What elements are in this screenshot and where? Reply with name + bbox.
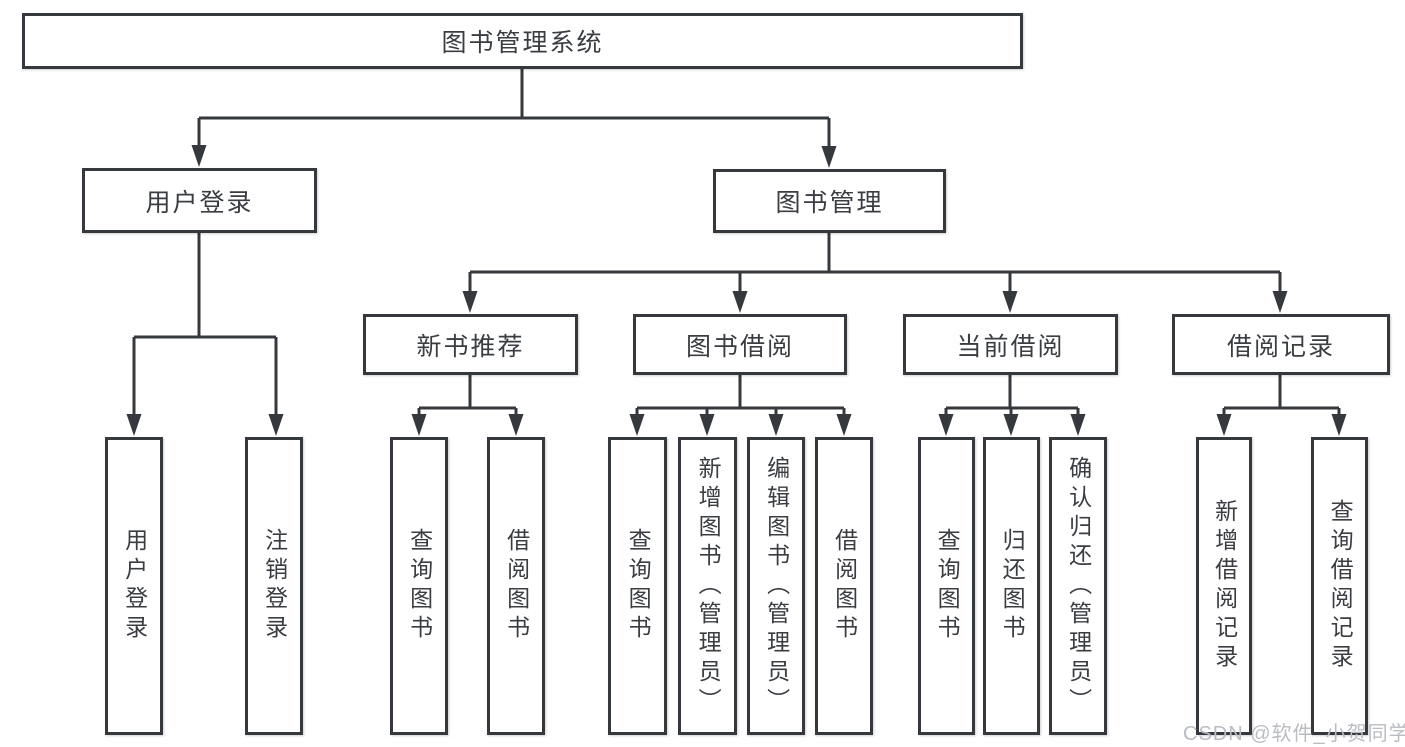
node-label: 查询借阅记录 (1327, 499, 1354, 673)
leaf-newbook-query-books: 查询图书 (390, 437, 448, 735)
leaf-current-query-books: 查询图书 (918, 437, 975, 735)
node-label: 查询图书 (625, 528, 652, 644)
leaf-user-login: 用户登录 (105, 437, 163, 735)
node-label: 确认归还（管理员） (1065, 455, 1092, 717)
node-label: 当前借阅 (956, 332, 1065, 361)
node-label: 用户登录 (145, 188, 254, 217)
node-book-management-branch: 图书管理 (713, 169, 946, 233)
node-label: 编辑图书（管理员） (763, 455, 790, 717)
leaf-records-query-borrow-record: 查询借阅记录 (1311, 437, 1368, 735)
node-label: 新增借阅记录 (1211, 499, 1238, 673)
node-label: 查询图书 (934, 528, 961, 644)
node-label: 图书借阅 (685, 332, 794, 361)
node-book-borrowing: 图书借阅 (633, 314, 847, 375)
node-label: 查询图书 (406, 528, 433, 644)
node-label: 图书管理 (775, 189, 884, 217)
leaf-current-confirm-return-admin: 确认归还（管理员） (1049, 437, 1107, 735)
node-new-book-recommend: 新书推荐 (363, 314, 578, 375)
node-user-login-branch: 用户登录 (82, 168, 317, 233)
node-label: 归还图书 (999, 528, 1026, 644)
node-label: 新书推荐 (416, 332, 525, 361)
csdn-watermark: CSDN @软件_小贺同学 (1183, 723, 1405, 745)
leaf-borrowing-add-books-admin: 新增图书（管理员） (678, 437, 737, 735)
leaf-borrowing-query-books: 查询图书 (608, 437, 667, 735)
leaf-borrowing-borrow-books: 借阅图书 (815, 437, 873, 735)
node-current-borrowing: 当前借阅 (903, 314, 1118, 375)
node-library-management-system: 图书管理系统 (22, 13, 1023, 69)
node-label: 注销登录 (261, 528, 288, 644)
leaf-current-return-books: 归还图书 (983, 437, 1040, 735)
leaf-records-add-borrow-record: 新增借阅记录 (1196, 437, 1252, 735)
leaf-newbook-borrow-books: 借阅图书 (487, 437, 545, 735)
node-label: 借阅记录 (1226, 332, 1335, 361)
node-label: 借阅图书 (503, 528, 530, 644)
leaf-borrowing-edit-books-admin: 编辑图书（管理员） (747, 437, 805, 735)
node-label: 用户登录 (121, 528, 148, 644)
node-label: 新增图书（管理员） (695, 455, 722, 717)
node-label: 图书管理系统 (441, 29, 604, 57)
node-label: 借阅图书 (831, 528, 858, 644)
node-borrowing-records: 借阅记录 (1172, 314, 1390, 375)
leaf-logout-login: 注销登录 (245, 437, 303, 735)
